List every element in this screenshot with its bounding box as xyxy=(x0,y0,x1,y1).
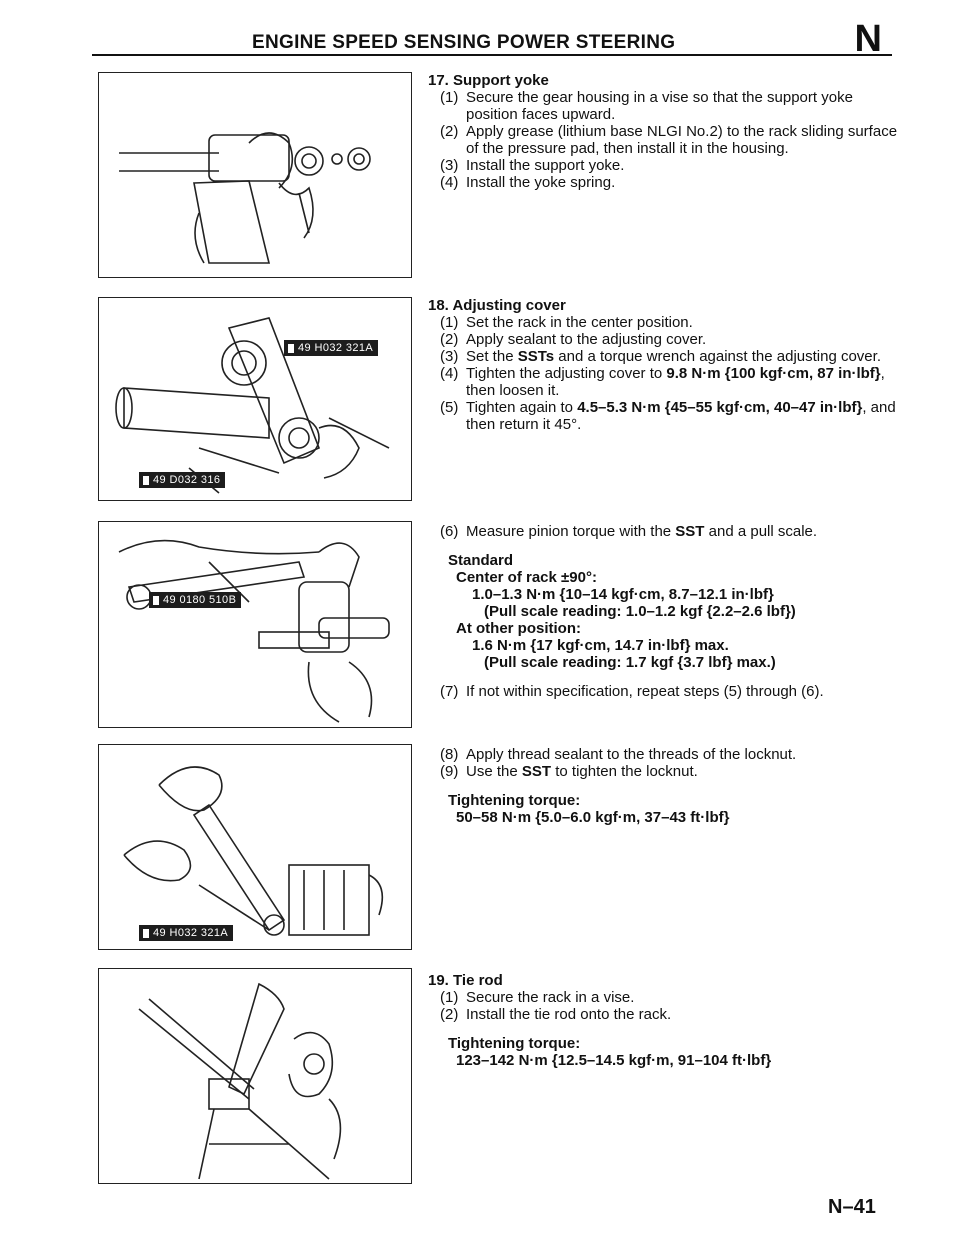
support-yoke-illustration xyxy=(119,132,371,264)
page-number: N–41 xyxy=(828,1196,876,1218)
list-item: (2)Apply sealant to the adjusting cover. xyxy=(440,331,707,348)
spec-heading: Standard xyxy=(448,552,514,569)
section-tie-rod: 19. Tie rod (1)Secure the rack in a vise… xyxy=(428,972,898,1069)
torque-value: 123–142 N·m {12.5–14.5 kgf·m, 91–104 ft·… xyxy=(456,1052,772,1069)
torque-label: Tightening torque: xyxy=(448,1035,581,1052)
list-item: (3)Set the SSTs and a torque wrench agai… xyxy=(440,348,881,365)
list-item: (9)Use the SST to tighten the locknut. xyxy=(440,763,698,780)
spec-value: 1.6 N·m {17 kgf·cm, 14.7 in·lbf} max. xyxy=(472,637,729,654)
list-item: (1)Set the rack in the center position. xyxy=(440,314,693,331)
sst-label: 49 H032 321A xyxy=(284,340,379,356)
figure-adjusting-cover: 49 H032 321A 49 D032 316 xyxy=(98,297,412,501)
section-support-yoke: 17. Support yoke (1)Secure the gear hous… xyxy=(428,72,898,191)
spec-value: (Pull scale reading: 1.0–1.2 kgf {2.2–2.… xyxy=(484,603,796,620)
sst-label: 49 D032 316 xyxy=(139,472,226,488)
spec-label: Center of rack ±90°: xyxy=(456,569,597,586)
page-header: ENGINE SPEED SENSING POWER STEERING N xyxy=(92,18,892,60)
section-letter: N xyxy=(854,18,882,60)
section-locknut: (8)Apply thread sealant to the threads o… xyxy=(428,746,898,826)
figure-pinion-torque: 49 0180 510B xyxy=(98,521,412,728)
list-item: (2)Apply grease (lithium base NLGI No.2)… xyxy=(440,123,898,157)
page-title: ENGINE SPEED SENSING POWER STEERING xyxy=(252,32,676,53)
sst-label: 49 0180 510B xyxy=(149,592,242,608)
step-title: 19. Tie rod xyxy=(428,972,503,989)
figure-tie-rod xyxy=(98,968,412,1184)
pinion-torque-illustration xyxy=(118,539,390,723)
sst-label: 49 H032 321A xyxy=(139,925,234,941)
list-item: (7)If not within specification, repeat s… xyxy=(440,683,824,700)
spec-value: (Pull scale reading: 1.7 kgf {3.7 lbf} m… xyxy=(484,654,776,671)
list-item: (2)Install the tie rod onto the rack. xyxy=(440,1006,672,1023)
list-item: (4)Install the yoke spring. xyxy=(440,174,616,191)
torque-label: Tightening torque: xyxy=(448,792,581,809)
figure-support-yoke xyxy=(98,72,412,278)
section-pinion-torque: (6)Measure pinion torque with the SST an… xyxy=(428,523,898,700)
list-item: (6)Measure pinion torque with the SST an… xyxy=(440,523,818,540)
list-item: (1)Secure the rack in a vise. xyxy=(440,989,635,1006)
torque-value: 50–58 N·m {5.0–6.0 kgf·m, 37–43 ft·lbf} xyxy=(456,809,730,826)
spec-value: 1.0–1.3 N·m {10–14 kgf·cm, 8.7–12.1 in·l… xyxy=(472,586,774,603)
tie-rod-illustration xyxy=(138,982,342,1180)
adjusting-cover-illustration xyxy=(115,317,390,494)
spec-label: At other position: xyxy=(456,620,581,637)
step-title: 18. Adjusting cover xyxy=(428,297,566,314)
list-item: (5)Tighten again to 4.5–5.3 N·m {45–55 k… xyxy=(440,399,896,433)
step-title: 17. Support yoke xyxy=(428,72,549,89)
list-item: (3)Install the support yoke. xyxy=(440,157,625,174)
list-item: (1)Secure the gear housing in a vise so … xyxy=(440,89,853,123)
list-item: (8)Apply thread sealant to the threads o… xyxy=(440,746,797,763)
figure-locknut: 49 H032 321A xyxy=(98,744,412,950)
list-item: (4)Tighten the adjusting cover to 9.8 N·… xyxy=(440,365,885,399)
locknut-illustration xyxy=(123,766,384,936)
section-adjusting-cover: 18. Adjusting cover (1)Set the rack in t… xyxy=(428,297,898,433)
